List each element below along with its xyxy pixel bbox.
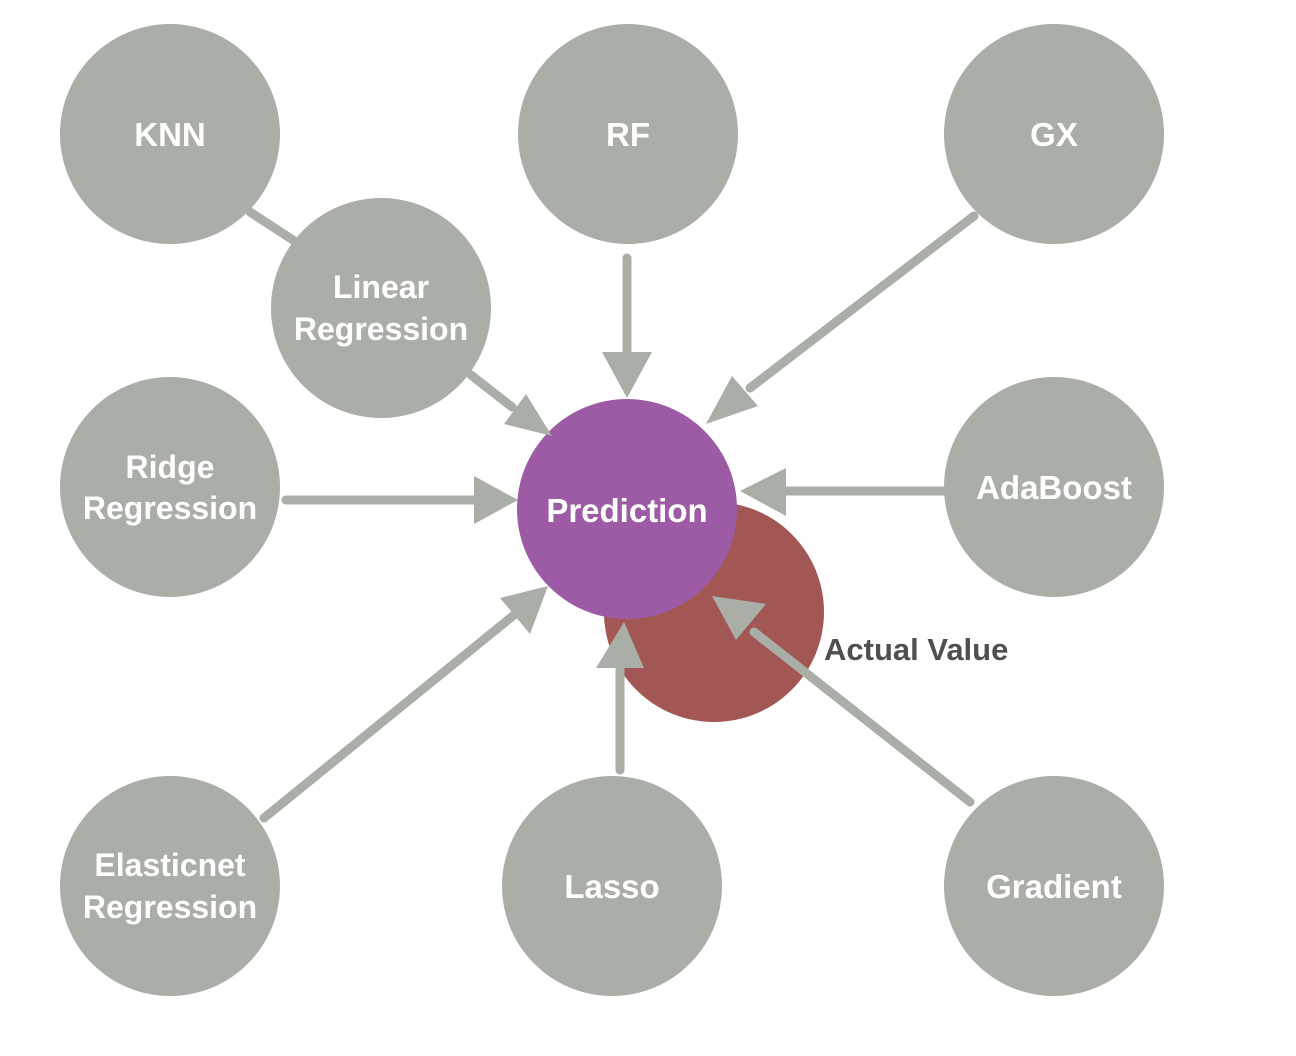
rf-label: RF [606, 116, 650, 153]
actual-value-label: Actual Value [824, 632, 1008, 667]
knn-label: KNN [134, 116, 206, 153]
elasticnet-regression-label-line2: Regression [83, 889, 257, 925]
gx-node[interactable]: GX [944, 24, 1164, 244]
knn-node[interactable]: KNN [60, 24, 280, 244]
arrow-from-lasso [596, 622, 644, 775]
arrow-from-gx [706, 211, 979, 424]
lasso-label: Lasso [564, 868, 659, 905]
prediction-node[interactable]: Prediction [517, 399, 737, 619]
gradient-label: Gradient [986, 868, 1122, 905]
prediction-label: Prediction [546, 492, 707, 529]
elasticnet-regression-node[interactable]: Elasticnet Regression [60, 776, 280, 996]
ridge-regression-node[interactable]: Ridge Regression [60, 377, 280, 597]
elasticnet-regression-label-line1: Elasticnet [94, 847, 246, 883]
rf-node[interactable]: RF [518, 24, 738, 244]
lasso-node[interactable]: Lasso [502, 776, 722, 996]
gx-label: GX [1030, 116, 1078, 153]
arrow-from-adaboost [740, 468, 948, 516]
adaboost-label: AdaBoost [976, 469, 1132, 506]
linear-regression-node[interactable]: Linear Regression [271, 198, 491, 418]
arrow-from-elasticnet-regression [259, 586, 548, 823]
arrow-from-rf [602, 253, 652, 398]
arrow-from-gradient [712, 596, 975, 807]
knn-linear-connector [245, 207, 301, 247]
ridge-regression-label-line1: Ridge [126, 449, 215, 485]
arrow-from-linear-regression [466, 370, 552, 436]
adaboost-node[interactable]: AdaBoost [944, 377, 1164, 597]
linear-regression-label-line2: Regression [294, 311, 468, 347]
ridge-regression-label-line2: Regression [83, 490, 257, 526]
linear-regression-label-line1: Linear [333, 269, 429, 305]
arrow-from-ridge-regression [281, 476, 518, 524]
gradient-node[interactable]: Gradient [944, 776, 1164, 996]
